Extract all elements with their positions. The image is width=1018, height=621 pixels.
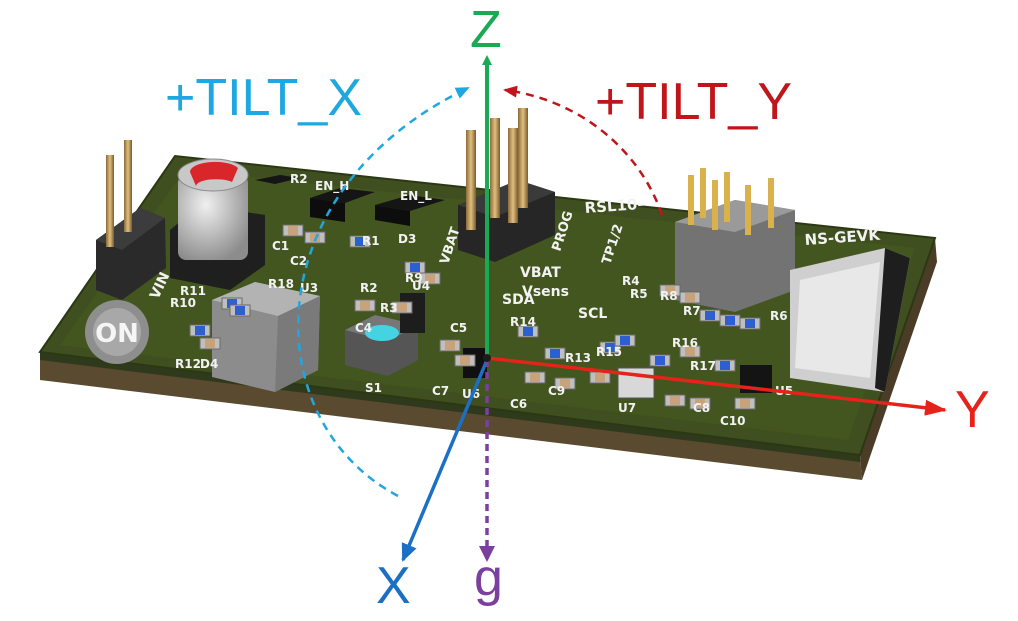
vsens-label: Vsens (522, 284, 569, 300)
ref-designator: R14 (510, 315, 536, 329)
ref-designator: R1 (362, 234, 380, 248)
ic-chips-row (255, 175, 445, 226)
smd-resistor (649, 354, 671, 367)
smd-capacitor (734, 397, 756, 410)
ref-designator: U7 (618, 401, 636, 415)
scl-label: SCL (578, 306, 607, 322)
smd-resistor (189, 324, 211, 337)
ref-designator: C10 (720, 414, 746, 428)
ref-designator: D3 (398, 232, 416, 246)
smd-resistor (699, 309, 721, 322)
x-axis-line (401, 359, 489, 562)
switch-s1 (345, 315, 418, 376)
ref-designator: C1 (272, 239, 289, 253)
y-axis-label: Y (955, 381, 990, 439)
logo-text: ON (95, 319, 139, 349)
tilt-y-label: +TILT_Y (595, 73, 793, 131)
ref-designator: R2 (360, 281, 378, 295)
smd-resistor (714, 359, 736, 372)
ref-designator: R16 (672, 336, 698, 350)
ref-designator: R4 (622, 274, 640, 288)
ref-designator: R5 (630, 287, 648, 301)
smd-capacitor (659, 284, 681, 297)
ref-designator: R18 (268, 277, 294, 291)
ref-designator: R2 (290, 172, 308, 186)
smd-capacitor (199, 337, 221, 350)
electrolytic-capacitor (170, 158, 265, 290)
ref-designator: R6 (770, 309, 788, 323)
smd-resistor (599, 341, 621, 354)
z-axis-label: Z (470, 1, 502, 59)
ref-designator: C8 (693, 401, 710, 415)
smd-capacitor (679, 345, 701, 358)
on-logo: ON (85, 300, 149, 364)
smd-resistor (229, 304, 251, 317)
ref-designator: C9 (548, 384, 565, 398)
smd-capacitor (524, 371, 546, 384)
tilt-y-arc (503, 85, 664, 216)
smd-capacitor (391, 301, 413, 314)
smd-capacitor (554, 377, 576, 390)
ref-designator: R9 (405, 271, 423, 285)
smd-resistor (719, 314, 741, 327)
smd-capacitor (679, 291, 701, 304)
ref-designator: R8 (660, 289, 678, 303)
ref-designator: C7 (432, 384, 449, 398)
ref-designator: R13 (565, 351, 591, 365)
x-axis-label: X (376, 557, 411, 615)
ref-designator: R11 (180, 284, 206, 298)
axes (401, 55, 947, 562)
ref-designator: C5 (450, 321, 467, 335)
ref-designator: S1 (365, 381, 382, 395)
smd-resistor (544, 347, 566, 360)
smd-capacitor (454, 354, 476, 367)
smd-capacitor (589, 371, 611, 384)
smd-capacitor (282, 224, 304, 237)
ref-designator: R12 (175, 357, 201, 371)
en-l-label: EN_L (400, 189, 432, 204)
ref-designator: U4 (412, 279, 430, 293)
ref-designator: R17 (690, 359, 716, 373)
smd-components (189, 224, 761, 410)
right-header (675, 168, 795, 312)
smd-resistor (404, 261, 426, 274)
ref-designator: C2 (290, 254, 307, 268)
connector (790, 248, 910, 392)
board-name: RSL10- (584, 195, 644, 217)
ref-designator: R7 (683, 304, 701, 318)
prog-header (458, 108, 555, 262)
ref-designator: R15 (596, 345, 622, 359)
tilt-x-label: +TILT_X (165, 69, 363, 127)
ref-designator: D4 (200, 357, 218, 371)
ref-designator: C4 (355, 321, 372, 335)
y-axis-line (486, 356, 947, 416)
smd-resistor (517, 325, 539, 338)
smd-resistor (739, 317, 761, 330)
en-h-label: EN_H (315, 179, 349, 194)
smd-capacitor (439, 339, 461, 352)
vin-header (96, 140, 166, 300)
ref-designator: C6 (510, 397, 527, 411)
ref-designator: R10 (170, 296, 196, 310)
smd-capacitor (419, 272, 441, 285)
tilt-x-arc (297, 86, 470, 498)
g-axis-label: g (474, 549, 503, 607)
smd-resistor (614, 334, 636, 347)
ref-designator: U3 (300, 281, 318, 295)
smd-capacitor (354, 299, 376, 312)
vbat-label: VBAT (520, 265, 561, 281)
smd-capacitor (689, 397, 711, 410)
smd-capacitor (664, 394, 686, 407)
ref-designator: R3 (380, 301, 398, 315)
board-suffix: NS-GEVK (804, 226, 882, 249)
sda-label: SDA (502, 292, 535, 308)
smd-resistor (349, 235, 371, 248)
